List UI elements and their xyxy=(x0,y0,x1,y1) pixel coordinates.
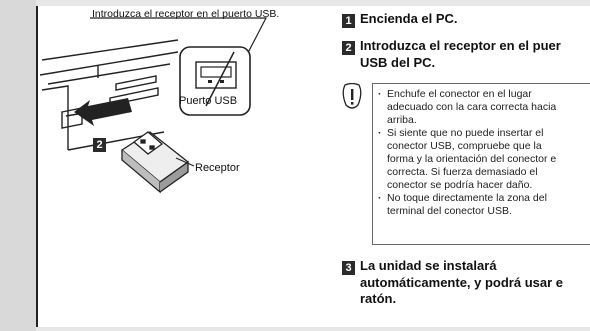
instruction-steps: 1 Encienda el PC. 2 Introduzca el receptor… xyxy=(338,0,590,331)
caution-item: No toque directamente la zona del xyxy=(378,192,590,205)
caution-item-cont: adecuado con la cara correcta hacia xyxy=(387,101,557,113)
caution-item: Si siente que no puede insertar el xyxy=(378,127,590,140)
figure-callout: Introduzca el receptor en el puerto USB. xyxy=(92,8,280,20)
step-3-text-line-3: ratón. xyxy=(360,291,397,306)
page-margin-strip xyxy=(0,0,38,331)
step-1: 1 Encienda el PC. xyxy=(342,11,458,28)
caution-item-cont: arriba. xyxy=(387,114,417,126)
caution-item-cont: correcta. Si fuerza demasiado el xyxy=(387,166,538,178)
step-2-text-line-1: Introduzca el receptor en el puer xyxy=(360,38,561,53)
step-3-text-line-1: La unidad se instalará xyxy=(360,258,497,273)
usb-insertion-illustration: Introduzca el receptor en el puerto USB.… xyxy=(38,0,330,331)
usb-illustration-drawing xyxy=(39,17,267,194)
caution-item-cont: conector USB, compruebe que la xyxy=(387,140,542,152)
step-3: 3 La unidad se instalará automáticamente,… xyxy=(342,258,563,307)
caution-item-cont: conector se podría hacer daño. xyxy=(387,179,533,191)
caution-item-cont: forma y la orientación del conector e xyxy=(387,153,557,165)
step-2: 2 Introduzca el receptor en el puer USB d… xyxy=(342,38,561,71)
step-2-text-line-2: USB del PC. xyxy=(360,55,436,70)
figure-step-badge: 2 xyxy=(93,138,106,152)
step-2-badge: 2 xyxy=(342,41,355,55)
step-1-text: Encienda el PC. xyxy=(360,11,458,26)
caution-icon xyxy=(342,83,362,109)
caution-note: Enchufe el conector en el lugar adecuado… xyxy=(372,83,590,245)
step-3-text-line-2: automáticamente, y podrá usar e xyxy=(360,275,564,290)
step-1-badge: 1 xyxy=(342,14,355,28)
top-rule xyxy=(36,0,590,6)
receptor-label: Receptor xyxy=(195,162,240,174)
caution-item: Enchufe el conector en el lugar xyxy=(378,88,590,101)
caution-item-cont: terminal del conector USB. xyxy=(387,205,512,217)
usb-port-label: Puerto USB xyxy=(179,95,238,107)
bottom-frame xyxy=(36,327,590,331)
step-3-badge: 3 xyxy=(342,261,355,275)
